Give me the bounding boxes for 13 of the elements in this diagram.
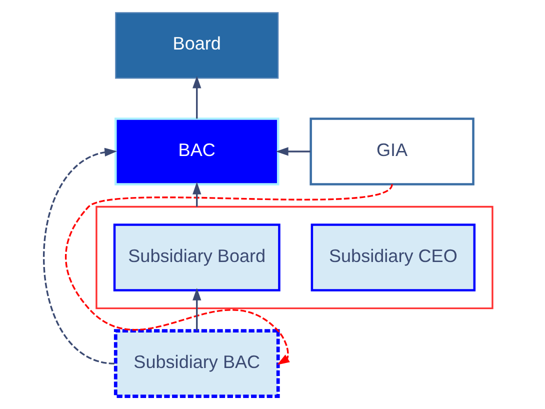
node-box: Subsidiary Board (113, 224, 280, 292)
node-box: BAC (114, 118, 280, 186)
arrow (65, 184, 393, 365)
arrow (192, 76, 202, 119)
node-box: GIA (310, 118, 474, 186)
arrow (276, 147, 310, 156)
arrow (43, 148, 118, 364)
node-box: Subsidiary BAC (114, 329, 280, 398)
node-box: Board (115, 12, 279, 79)
node-box: Subsidiary CEO (310, 224, 476, 292)
arrow (192, 288, 202, 331)
cluster (96, 206, 494, 310)
arrow (192, 182, 202, 207)
